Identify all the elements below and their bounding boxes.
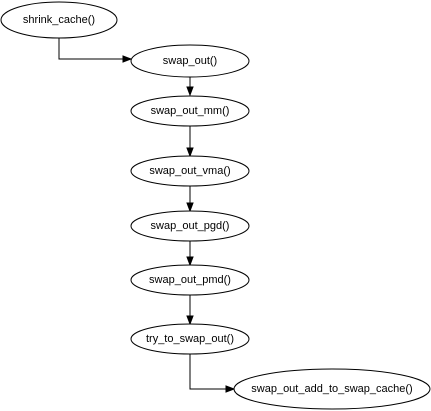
node-swap-out-pmd-label: swap_out_pmd() <box>149 274 231 286</box>
node-swap-out-ellipse <box>130 44 250 78</box>
node-swap-out-mm-ellipse <box>130 95 250 127</box>
node-swap-out-mm: swap_out_mm() <box>130 95 250 127</box>
node-swap-out: swap_out() <box>130 44 250 78</box>
node-swap-out-mm-label: swap_out_mm() <box>151 105 230 117</box>
node-try-to-swap-out: try_to_swap_out() <box>130 323 250 355</box>
edge-swap-out-to-swap-out-mm <box>186 77 194 97</box>
edge-swap-out-pmd-to-try-to-swap-out <box>186 295 194 326</box>
node-swap-out-pmd: swap_out_pmd() <box>130 264 250 296</box>
node-swap-out-pgd: swap_out_pgd() <box>130 210 250 242</box>
node-swap-out-pgd-ellipse <box>130 210 250 242</box>
edge-swap-out-vma-to-swap-out-pgd <box>186 186 194 213</box>
node-shrink-cache-ellipse <box>0 1 118 39</box>
node-swap-out-label: swap_out() <box>163 55 217 67</box>
edge-swap-out-mm-to-swap-out-vma <box>186 126 194 158</box>
node-swap-out-add-to-swap-cache-ellipse <box>233 368 431 410</box>
node-swap-out-add-to-swap-cache-label: swap_out_add_to_swap_cache() <box>251 383 412 395</box>
node-shrink-cache: shrink_cache() <box>0 1 118 39</box>
edge-try-to-swap-out-to-swap-out-add-to-swap-cache <box>189 354 236 393</box>
node-swap-out-vma-ellipse <box>130 155 250 187</box>
node-swap-out-add-to-swap-cache: swap_out_add_to_swap_cache() <box>233 368 431 410</box>
node-swap-out-vma-label: swap_out_vma() <box>149 165 230 177</box>
node-swap-out-vma: swap_out_vma() <box>130 155 250 187</box>
node-try-to-swap-out-ellipse <box>130 323 250 355</box>
node-swap-out-pgd-label: swap_out_pgd() <box>151 220 230 232</box>
node-shrink-cache-label: shrink_cache() <box>23 14 95 26</box>
node-try-to-swap-out-label: try_to_swap_out() <box>146 333 234 345</box>
edge-shrink-cache-to-swap-out <box>58 38 133 63</box>
edge-swap-out-pgd-to-swap-out-pmd <box>186 241 194 267</box>
edges <box>58 38 236 393</box>
node-swap-out-pmd-ellipse <box>130 264 250 296</box>
